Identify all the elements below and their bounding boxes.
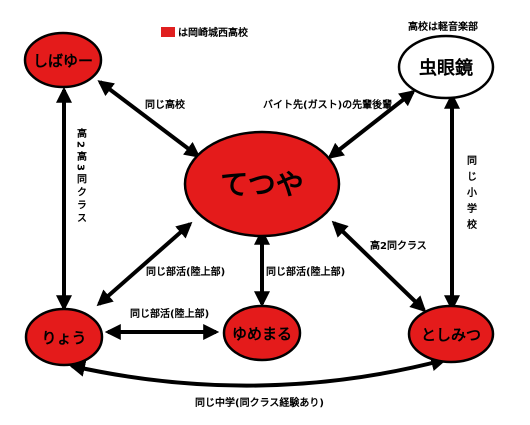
node-ryo: りょう xyxy=(24,307,104,367)
node-shibayu: しばゆー xyxy=(23,31,103,89)
legend-text: は岡崎城西高校 xyxy=(178,26,249,39)
node-shibayu-label: しばゆー xyxy=(33,52,93,70)
label-tetsuya-toshimitsu: 高2同クラス xyxy=(370,239,427,252)
node-yumemaru-label: ゆめまる xyxy=(232,325,292,343)
edge-tetsuya-toshimitsu xyxy=(331,220,427,313)
node-tetsuya-label: てつや xyxy=(220,168,303,201)
node-ryo-label: りょう xyxy=(41,329,86,347)
label-mushimegane-toshimitsu: 同じ小学校 xyxy=(465,155,478,235)
node-toshimitsu-label: としみつ xyxy=(421,326,481,344)
edge-ryo-toshimitsu xyxy=(68,355,448,388)
label-shibayu-ryo: 高2高3同クラス xyxy=(75,127,87,226)
node-mushimegane-label: 虫眼鏡 xyxy=(419,57,473,79)
node-mushimegane: 虫眼鏡 xyxy=(397,34,495,100)
label-shibayu-tetsuya: 同じ高校 xyxy=(145,98,186,111)
label-yumemaru-tetsuya: 同じ部活(陸上部) xyxy=(266,265,345,278)
legend-swatch xyxy=(161,27,175,37)
node-tetsuya: てつや xyxy=(183,130,341,238)
edge-shibayu-tetsuya xyxy=(97,80,201,158)
label-ryo-toshimitsu: 同じ中学(同クラス経験あり) xyxy=(195,396,324,409)
label-ryo-tetsuya: 同じ部活(陸上部) xyxy=(146,265,225,278)
edge-ryo-tetsuya xyxy=(96,221,193,307)
node-toshimitsu: としみつ xyxy=(407,304,495,364)
note-top-right: 高校は軽音楽部 xyxy=(408,20,478,33)
label-ryo-yumemaru: 同じ部活(陸上部) xyxy=(130,307,209,320)
label-mushimegane-tetsuya: バイト先(ガスト)の先輩後輩 xyxy=(263,98,392,111)
edge-mushimegane-tetsuya xyxy=(327,90,416,159)
node-yumemaru: ゆめまる xyxy=(222,304,302,362)
